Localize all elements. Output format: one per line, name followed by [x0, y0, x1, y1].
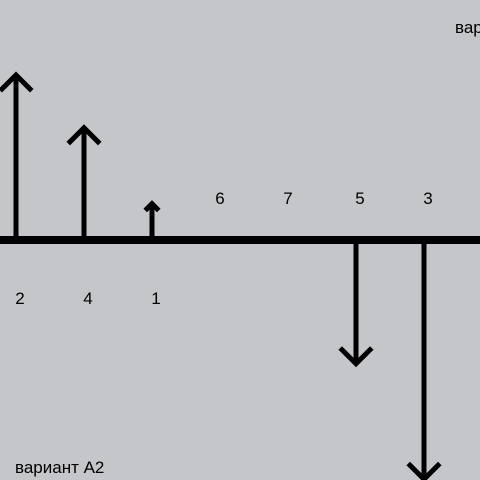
arrow-head	[338, 346, 374, 368]
arrow-up	[0, 71, 34, 240]
arrow-up	[66, 124, 102, 240]
arrow-up	[143, 200, 161, 240]
item-label-6: 6	[215, 189, 224, 208]
variant-caption-cut: вар	[455, 18, 480, 37]
arrow-down	[406, 240, 442, 480]
arrow-head	[143, 200, 161, 213]
arrow-head	[0, 71, 34, 93]
item-label-3: 3	[423, 189, 432, 208]
arrow-down	[338, 240, 374, 368]
item-label-4: 4	[83, 289, 92, 308]
item-label-1: 1	[151, 289, 160, 308]
item-label-5: 5	[355, 189, 364, 208]
arrow-head	[406, 461, 442, 480]
item-label-2: 2	[15, 289, 24, 308]
arrow-head	[66, 124, 102, 146]
item-label-7: 7	[283, 189, 292, 208]
variant-caption: вариант А2	[15, 458, 105, 477]
